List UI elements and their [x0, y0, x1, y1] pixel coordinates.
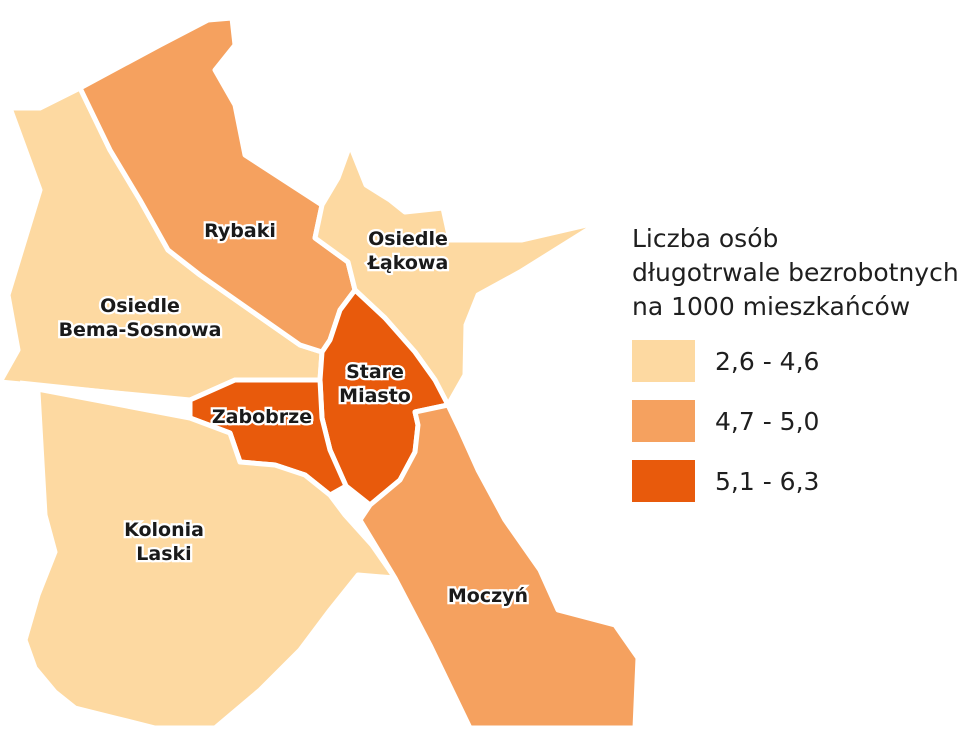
legend-title-line: Liczba osób [632, 224, 779, 253]
district-label-line: Rybaki [204, 220, 276, 242]
label-rybaki: Rybaki [204, 220, 276, 242]
street-line [329, 493, 374, 546]
legend-label: 2,6 - 4,6 [715, 346, 820, 376]
legend-title-line: długotrwale bezrobotnych [632, 258, 957, 287]
label-zabobrze: Zabobrze [212, 406, 312, 428]
legend-label: 4,7 - 5,0 [715, 406, 820, 436]
map-legend: Liczba osób długotrwale bezrobotnych na … [632, 222, 957, 520]
district-kolonia-laski [0, 379, 398, 731]
legend-item: 5,1 - 6,3 [632, 460, 952, 502]
district-label-line: Kolonia [124, 519, 204, 541]
district-label-line: Laski [136, 543, 191, 565]
legend-swatch [632, 400, 695, 442]
legend-swatch [632, 340, 695, 382]
district-label-line: Stare [346, 361, 404, 383]
district-label-line: Miasto [339, 385, 411, 407]
district-label-line: Moczyń [448, 585, 528, 607]
legend-item: 2,6 - 4,6 [632, 340, 952, 382]
district-label-line: Zabobrze [212, 406, 312, 428]
district-label-line: Osiedle [100, 295, 180, 317]
label-moczyn: Moczyń [448, 585, 528, 607]
district-label-line: Osiedle [368, 228, 448, 250]
district-moczyn [357, 402, 641, 731]
legend-title: Liczba osób długotrwale bezrobotnych na … [632, 222, 957, 324]
legend-label: 5,1 - 6,3 [715, 466, 820, 496]
legend-item: 4,7 - 5,0 [632, 400, 952, 442]
street-line [19, 380, 191, 402]
district-label-line: Bema-Sosnowa [59, 319, 222, 341]
legend-title-line: na 1000 mieszkańców [632, 292, 911, 321]
legend-swatch [632, 460, 695, 502]
district-label-line: Łąkowa [367, 252, 449, 274]
